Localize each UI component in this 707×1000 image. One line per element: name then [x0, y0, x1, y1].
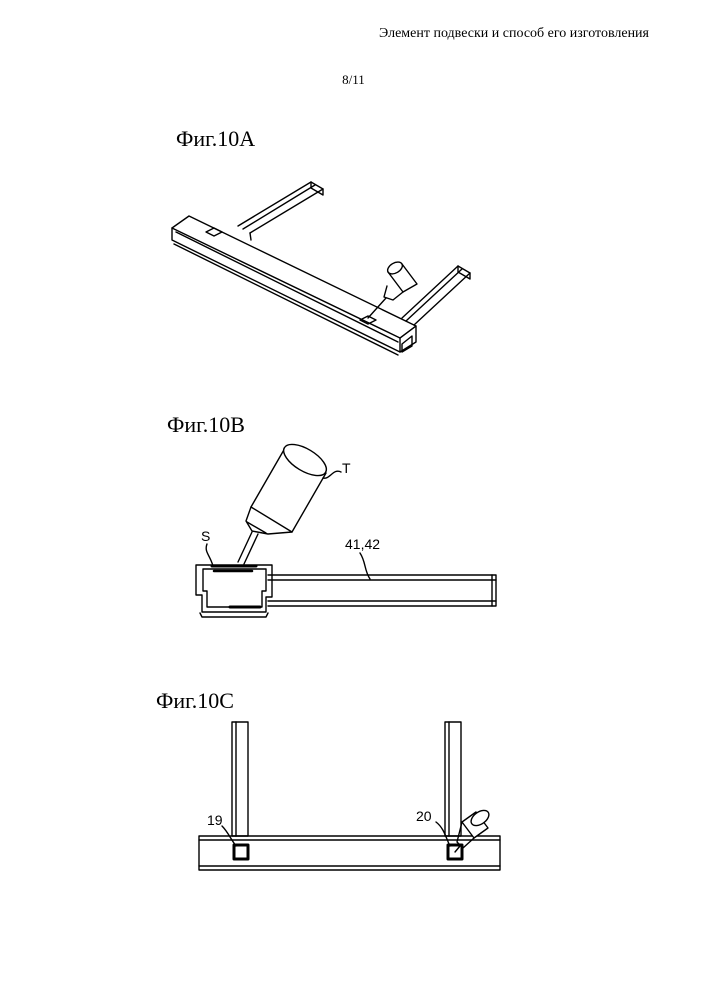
fig10a-hole-left — [206, 228, 222, 236]
fig10b-ref-t: T — [342, 460, 351, 476]
fig10c-beam — [199, 836, 500, 870]
fig10b-welding-torch — [238, 438, 331, 564]
fig10a-main-beam — [172, 216, 416, 355]
fig10c-right-post — [445, 722, 461, 836]
fig10b-leader-s — [206, 544, 213, 566]
fig10c-hole-19 — [234, 845, 248, 859]
fig10a-welding-torch — [368, 260, 417, 318]
fig10c-leader-20 — [436, 822, 450, 846]
figure-10c-drawing — [199, 722, 500, 870]
fig10b-ref-s: S — [201, 528, 210, 544]
fig10b-ref-41-42: 41,42 — [345, 536, 380, 552]
figure-10a-drawing — [172, 182, 470, 355]
fig10a-back-cross-member — [238, 182, 323, 240]
fig10a-front-cross-member — [402, 266, 470, 325]
fig10c-ref-19: 19 — [207, 812, 223, 828]
fig10c-ref-20: 20 — [416, 808, 432, 824]
fig10c-left-post — [232, 722, 248, 836]
fig10b-section-s — [196, 565, 272, 617]
fig10b-long-member — [268, 575, 496, 606]
